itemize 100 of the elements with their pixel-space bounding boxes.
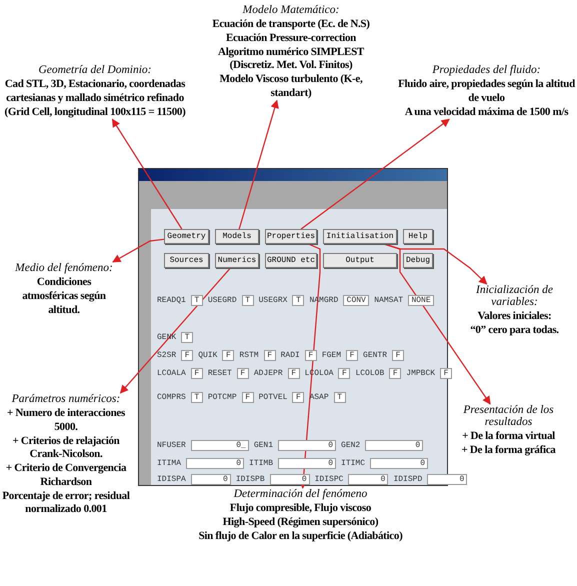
input-field: F <box>190 368 203 379</box>
field-name: FGEM <box>322 351 342 360</box>
input-field: 0 <box>186 458 244 469</box>
input-field: 0 <box>365 440 424 451</box>
field-name: ITIMC <box>341 459 366 468</box>
field-name: RADI <box>280 351 300 360</box>
field-name: ITIMB <box>249 459 274 468</box>
input-field: T <box>190 392 203 403</box>
callout-text: Flujo compresible, Flujo viscoso <box>228 502 372 516</box>
arrow <box>384 243 491 405</box>
callout-text: Ecuación de transporte (Ec. de N.S) <box>211 18 371 32</box>
arrow <box>112 118 182 230</box>
input-field: 0 <box>427 474 468 485</box>
input-field: F <box>222 350 234 361</box>
callout-text: Fluido aire, propiedades según la altitud de vuelo <box>397 78 576 106</box>
field-name: QUIK <box>198 351 218 360</box>
input-field: F <box>288 368 300 379</box>
callout-text: + Criterios de relajación Crank-Nicolson. <box>11 434 120 462</box>
callout-text: Condiciones atmosféricas según altitud. <box>21 276 107 318</box>
arrow <box>120 268 231 394</box>
callout-text: + De la forma gráfica <box>460 444 557 458</box>
input-field: 0 <box>190 474 231 485</box>
field-name: USEGRD <box>208 296 237 305</box>
input-field: F <box>346 350 358 361</box>
input-field: F <box>338 368 350 379</box>
menu-button: Geometry <box>164 229 209 244</box>
callout-heading: Propiedades del fluido: <box>431 64 542 76</box>
callout-text: Modelo Viscoso turbulento (K-e, standart) <box>218 73 364 100</box>
input-field: 0 <box>278 458 336 469</box>
field-name: NAMSAT <box>374 296 404 305</box>
callout-text: Ecuación Pressure-correction <box>225 32 357 46</box>
input-field: T <box>190 295 203 306</box>
field-name: POTCMP <box>208 393 237 402</box>
callout-heading: Inicialización de variables: <box>475 284 554 308</box>
callout-text: A una velocidad máxima de 1500 m/s <box>404 106 570 120</box>
input-field: 0 <box>370 458 428 469</box>
menu-button: GROUND etc <box>265 253 317 268</box>
callout-heading: Medio del fenómeno: <box>14 262 114 274</box>
input-field: F <box>304 350 317 361</box>
arrow <box>299 243 321 489</box>
field-name: GEN1 <box>254 441 274 450</box>
input-field: F <box>264 350 276 361</box>
callout-text: Porcentaje de error; residual normalizado 0.001 <box>1 490 131 517</box>
callout-heading: Parámetros numéricos: <box>10 393 122 405</box>
field-name: IDISPC <box>314 475 344 484</box>
callout-text: Cad STL, 3D, Estacionario, coordenadas cartesianas y mallado simétrico refinado (Grid Cell, longitudinal 100x115 = 11500) <box>4 78 186 120</box>
field-name: USEGRX <box>258 296 288 305</box>
field-name: RESET <box>208 369 232 378</box>
callout-text: + Numero de interacciones 5000. <box>6 407 126 434</box>
arrow <box>300 118 450 230</box>
field-name: GENTR <box>363 351 388 360</box>
input-field: 0 <box>270 474 310 485</box>
input-field: NONE <box>408 295 434 306</box>
callout-text: “0” cero para todas. <box>469 324 560 338</box>
input-field: F <box>236 368 249 379</box>
input-field: CONV <box>343 295 370 306</box>
menu-button: Output <box>323 253 397 268</box>
arrow <box>112 238 164 263</box>
field-name: ITIMA <box>157 459 182 468</box>
callout-text: Algoritmo numérico SIMPLEST (Discretiz. Met. Vol. Finitos) <box>217 46 365 73</box>
menu-button: Properties <box>265 229 317 244</box>
callout-text: + Criterio de Convergencia Richardson <box>4 462 128 490</box>
input-field: F <box>242 392 254 403</box>
menu-button: Help <box>403 229 433 244</box>
field-name: LCOALA <box>157 369 186 378</box>
field-name: IDISPA <box>157 475 186 484</box>
menu-button: Models <box>215 229 259 244</box>
callout-text: + De la forma virtual <box>461 430 556 444</box>
field-name: POTVEL <box>258 393 288 402</box>
callout-text: Sin flujo de Calor en la superficie (Adiabático) <box>198 530 403 544</box>
input-field: F <box>389 368 402 379</box>
field-name: LCOLOB <box>355 369 384 378</box>
input-field: T <box>242 295 254 306</box>
input-field: F <box>392 350 404 361</box>
callout-text: High-Speed (Régimen supersónico) <box>222 516 380 530</box>
callout-text: Valores iniciales: <box>476 310 552 324</box>
input-field: F <box>292 392 304 403</box>
input-field: 0 <box>348 474 388 485</box>
input-field: 0 <box>278 440 336 451</box>
field-name: RSTM <box>239 351 259 360</box>
field-name: IDISPD <box>393 475 422 484</box>
field-name: READQ1 <box>157 296 186 305</box>
menu-button: Numerics <box>215 253 259 268</box>
menu-button: Sources <box>164 253 209 268</box>
callout-heading: Geometría del Dominio: <box>37 64 153 76</box>
field-name: NFUSER <box>157 441 186 450</box>
menu-button: Debug <box>403 253 433 268</box>
menu-button: Initialisation <box>323 229 397 244</box>
input-field: F <box>440 368 452 379</box>
field-name: COMPRS <box>157 393 186 402</box>
field-name: JMPBCK <box>406 369 436 378</box>
input-field: 0_ <box>190 440 249 451</box>
field-name: IDISPB <box>236 475 265 484</box>
callout-heading: Determinación del fenómeno <box>232 488 368 500</box>
field-name: S2SR <box>157 351 176 360</box>
field-name: ADJEPR <box>254 369 283 378</box>
field-name: GEN2 <box>341 441 360 450</box>
arrow <box>238 100 279 230</box>
callout-heading: Presentación de los resultados <box>462 404 555 428</box>
input-field: F <box>181 350 194 361</box>
